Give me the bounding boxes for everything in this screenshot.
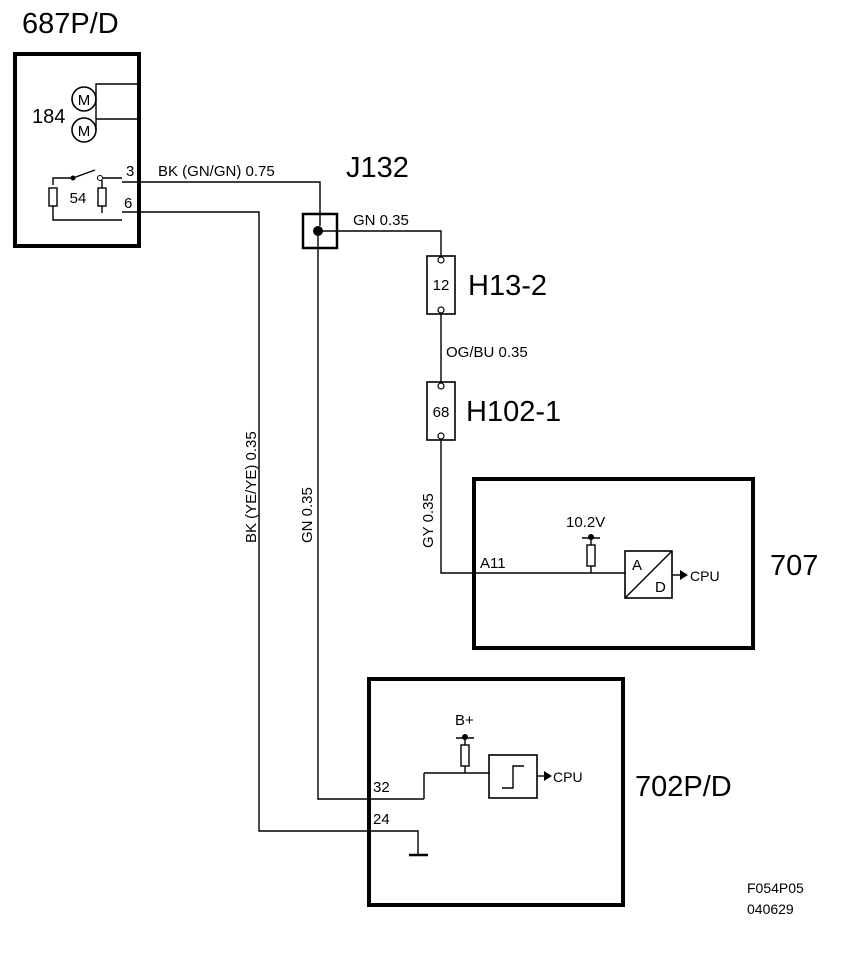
motor-symbol-2: M: [78, 123, 91, 140]
connector-pin-icon: [437, 306, 445, 314]
wire-gn-to-702-label: GN 0.35: [299, 487, 316, 543]
connector-pin-icon: [437, 256, 445, 264]
component-707-box: [472, 477, 755, 650]
connector-h102-title: H102-1: [466, 396, 561, 428]
wire-bk-yeye: [122, 211, 412, 832]
pin-3-label: 3: [126, 163, 134, 180]
wire-bk-075: [122, 181, 321, 226]
connector-h13-body: [426, 255, 456, 315]
component-702-box: [367, 677, 625, 907]
switch-icon: [48, 169, 122, 221]
ad-label-d: D: [655, 579, 666, 596]
pin-a11-label: A11: [480, 555, 506, 572]
figure-code: F054P05: [747, 880, 804, 896]
component-687-box: [13, 52, 141, 248]
pin-32-label: 32: [373, 779, 390, 796]
figure-date: 040629: [747, 901, 794, 917]
wire-bk-yeye-label: BK (YE/YE) 0.35: [243, 431, 260, 543]
connector-h102-pin: 68: [433, 404, 450, 421]
supply-bplus-label: B+: [455, 712, 474, 729]
connector-pin-icon: [437, 382, 445, 390]
junction-j132-title: J132: [346, 152, 409, 184]
wire-og-bu-label: OG/BU 0.35: [446, 344, 528, 361]
switch-ref: 54: [70, 190, 87, 207]
pin-6-label: 6: [124, 195, 132, 212]
wire-gn-to-702: [317, 236, 424, 800]
component-702-title: 702P/D: [635, 771, 732, 803]
connector-h102-body: [426, 381, 456, 441]
wire-gn-to-h13: [318, 230, 442, 256]
connector-h13-pin: 12: [433, 277, 450, 294]
pullup-resistor-icon: [423, 734, 489, 799]
motor-ref: 184: [32, 106, 65, 128]
wire-gy: [440, 440, 592, 574]
wire-gy-label: GY 0.35: [420, 493, 437, 548]
pin-24-label: 24: [373, 811, 390, 828]
schmitt-trigger-icon: [488, 754, 552, 799]
connector-pin-icon: [437, 432, 445, 440]
wire-gn-to-h13-label: GN 0.35: [353, 212, 409, 229]
supply-10v-label: 10.2V: [566, 514, 605, 531]
ad-label-a: A: [632, 557, 642, 574]
resistor-icon: [582, 534, 625, 574]
cpu-label-702: CPU: [553, 769, 583, 785]
motor-icon: M M: [71, 86, 97, 143]
ground-icon: [409, 830, 428, 857]
motor-wiring: [95, 83, 138, 130]
ad-converter-icon: [624, 550, 688, 599]
wire-bk-075-label: BK (GN/GN) 0.75: [158, 163, 275, 180]
motor-symbol: M: [78, 92, 91, 109]
cpu-label-707: CPU: [690, 568, 720, 584]
connector-h13-title: H13-2: [468, 270, 547, 302]
component-687-title: 687P/D: [22, 8, 119, 40]
component-707-title: 707: [770, 550, 818, 582]
